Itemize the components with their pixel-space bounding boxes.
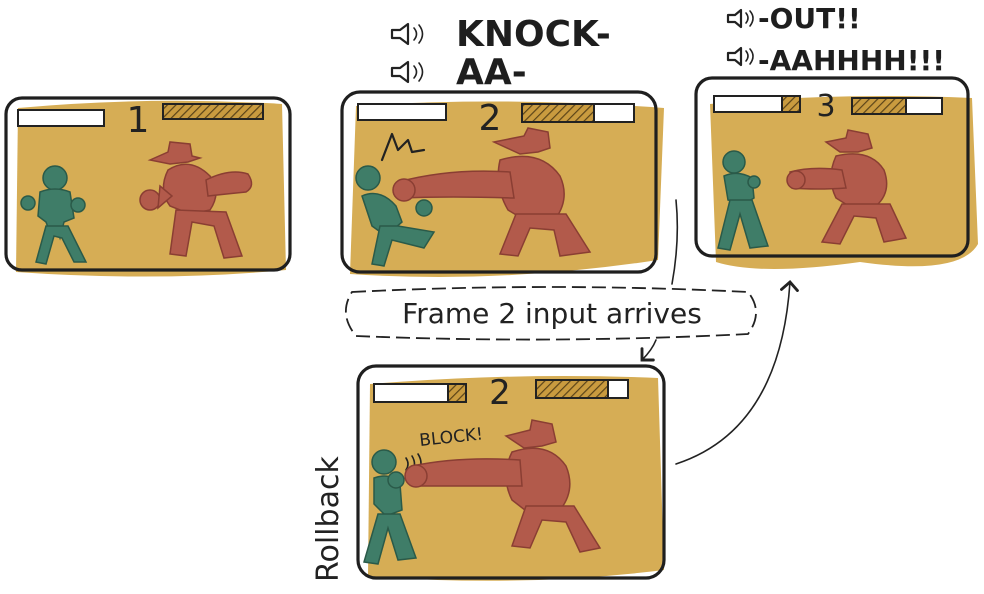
enemy-fighter-punch [392, 127, 592, 257]
enemy-fighter [139, 141, 253, 259]
frame-number-2-rollback: 2 [489, 373, 511, 413]
player-health-bar [357, 103, 447, 121]
arrow-to-rollback [640, 339, 657, 362]
rollback-label: Rollback [311, 456, 346, 582]
enemy-health-bar [521, 103, 595, 123]
sfx-knock: KNOCK- [456, 14, 611, 55]
sfx-out: -OUT!! [758, 2, 861, 35]
frame-number-2: 2 [479, 98, 502, 139]
sfx-aahhhh: -AAHHHH!!! [758, 44, 945, 77]
player-fighter [20, 165, 88, 265]
player-health-bar-fill [447, 383, 467, 403]
panel-frame-2: 2 [340, 90, 664, 277]
player-health-bar-fill [781, 95, 801, 113]
player-health-bar [17, 109, 105, 127]
enemy-health-bar [535, 379, 609, 399]
enemy-fighter [786, 129, 908, 245]
frame-number-1: 1 [127, 100, 150, 141]
frame-number-3: 3 [816, 89, 835, 124]
player-fighter-block [363, 449, 418, 565]
player-fighter [717, 150, 770, 251]
enemy-health-bar [162, 103, 264, 120]
panel-frame-2-rollback: 2 BLOCK! [356, 364, 666, 581]
speaker-icon [390, 60, 424, 84]
impact-spark [380, 132, 426, 162]
sfx-aa: AA- [456, 52, 527, 93]
arrow-to-frame-3 [675, 279, 799, 465]
panel-frame-1: 1 [4, 96, 292, 277]
annotation-text: Frame 2 input arrives [402, 297, 702, 330]
connector-line [671, 199, 679, 285]
panel-frame-3: 3 [694, 76, 978, 269]
speaker-icon [390, 22, 424, 46]
enemy-fighter-punch [404, 419, 602, 553]
annotation-bubble [345, 286, 757, 341]
speaker-icon [726, 46, 754, 67]
speaker-icon [726, 8, 754, 29]
player-fighter-hit [355, 165, 436, 267]
enemy-health-bar [851, 97, 907, 115]
